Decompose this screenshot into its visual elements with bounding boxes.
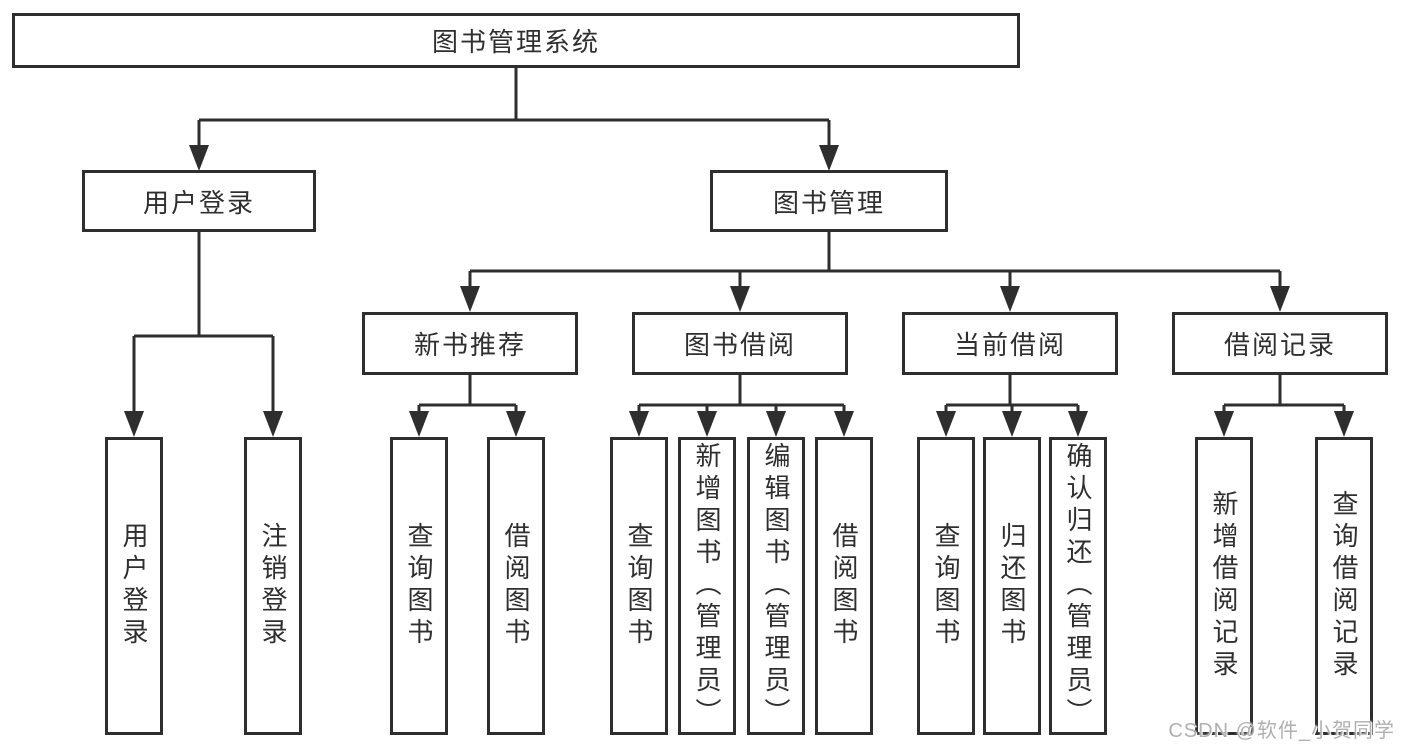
arrowhead-icon (124, 411, 144, 437)
arrowhead-icon (460, 286, 480, 312)
node-leaf-label: 确认归还（管理员） (1063, 442, 1093, 730)
arrowhead-icon (263, 411, 283, 437)
node-leaf-label: 查询图书 (624, 522, 654, 650)
csdn-watermark: CSDN @软件_小贺同学 (1168, 720, 1395, 742)
arrowhead-icon (936, 411, 956, 437)
arrowhead-icon (506, 411, 526, 437)
edge-recommend-to-leaves (417, 375, 518, 413)
node-leaf-label: 用户登录 (119, 522, 149, 650)
node-leaf-query-books: 查询图书 (610, 437, 668, 735)
node-leaf-logout: 注销登录 (244, 437, 302, 735)
node-leaf-label: 编辑图书（管理员） (761, 442, 791, 730)
node-leaf-label: 归还图书 (997, 522, 1027, 650)
node-book-borrowing: 图书借阅 (632, 312, 848, 375)
node-leaf-confirm-return-admin: 确认归还（管理员） (1049, 437, 1107, 735)
node-user-login-branch: 用户登录 (82, 170, 316, 232)
node-leaf-query-books: 查询图书 (917, 437, 975, 735)
arrowhead-icon (1068, 411, 1088, 437)
arrowhead-icon (1270, 286, 1290, 312)
node-leaf-label: 借阅图书 (829, 522, 859, 650)
arrowhead-icon (697, 411, 717, 437)
node-leaf-label: 新增图书（管理员） (692, 442, 722, 730)
arrowhead-icon (730, 286, 750, 312)
arrowhead-icon (766, 411, 786, 437)
node-leaf-label: 注销登录 (258, 522, 288, 650)
node-leaf-label: 查询图书 (931, 522, 961, 650)
node-leaf-edit-books-admin: 编辑图书（管理员） (747, 437, 805, 735)
node-leaf-label: 查询借阅记录 (1329, 490, 1359, 682)
edge-arrowheads (124, 145, 1354, 437)
arrowhead-icon (834, 411, 854, 437)
arrowhead-icon (1002, 411, 1022, 437)
node-leaf-label: 查询图书 (404, 522, 434, 650)
edge-lines (132, 68, 1346, 413)
node-leaf-borrow-books: 借阅图书 (815, 437, 873, 735)
node-leaf-add-borrow-record: 新增借阅记录 (1195, 437, 1253, 735)
arrowhead-icon (189, 145, 209, 171)
node-borrowing-records: 借阅记录 (1172, 312, 1388, 375)
node-book-management-branch: 图书管理 (710, 170, 948, 232)
arrowhead-icon (1214, 411, 1234, 437)
node-current-borrowing: 当前借阅 (902, 312, 1118, 375)
edge-management-to-sections (468, 232, 1282, 288)
node-leaf-add-books-admin: 新增图书（管理员） (678, 437, 736, 735)
node-leaf-label: 借阅图书 (501, 522, 531, 650)
arrowhead-icon (409, 411, 429, 437)
arrowhead-icon (819, 145, 839, 171)
arrowhead-icon (629, 411, 649, 437)
edge-root-to-level2 (197, 68, 831, 147)
node-leaf-query-books: 查询图书 (390, 437, 448, 735)
node-new-book-recommendation: 新书推荐 (362, 312, 578, 375)
node-leaf-user-login: 用户登录 (105, 437, 163, 735)
node-leaf-return-books: 归还图书 (983, 437, 1041, 735)
edge-current-to-leaves (944, 375, 1080, 413)
arrowhead-icon (1334, 411, 1354, 437)
node-leaf-label: 新增借阅记录 (1209, 490, 1239, 682)
arrowhead-icon (1000, 286, 1020, 312)
edge-borrow-to-leaves (637, 375, 846, 413)
edge-login-to-leaves (132, 232, 275, 413)
edge-records-to-leaves (1222, 375, 1346, 413)
node-leaf-query-borrow-record: 查询借阅记录 (1315, 437, 1373, 735)
node-library-management-system: 图书管理系统 (12, 13, 1020, 68)
node-leaf-borrow-books: 借阅图书 (487, 437, 545, 735)
